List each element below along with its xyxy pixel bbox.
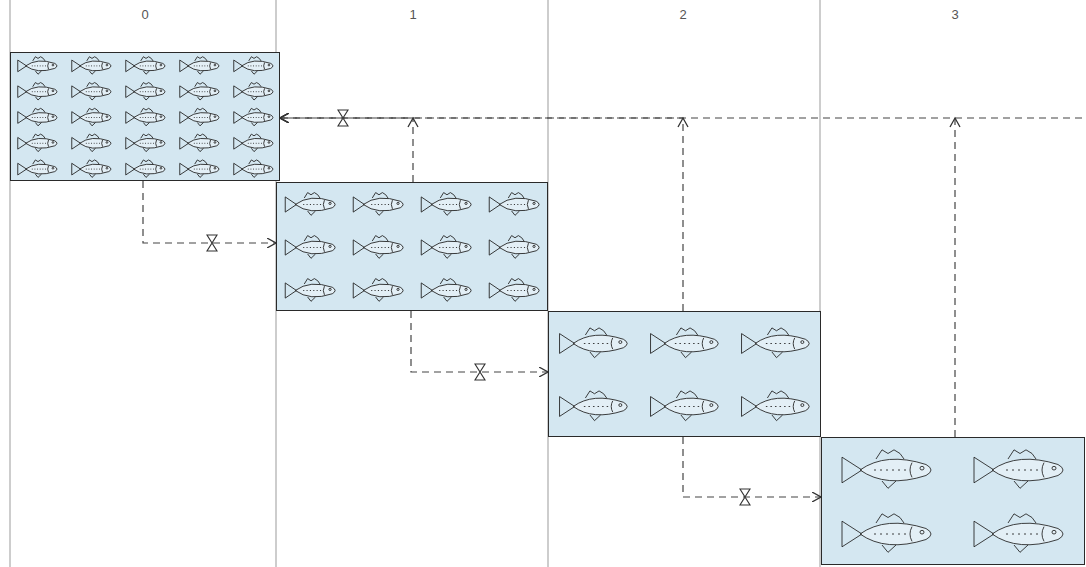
valve-symbol bbox=[475, 364, 485, 380]
fish-drawing bbox=[285, 236, 335, 259]
column-number: 1 bbox=[407, 7, 418, 22]
fish-drawing bbox=[18, 108, 57, 126]
fish-drawing bbox=[234, 57, 273, 75]
fish-drawing bbox=[72, 134, 111, 152]
fish-drawing bbox=[180, 108, 219, 126]
fish-drawing bbox=[126, 160, 165, 178]
fish-tank bbox=[821, 437, 1085, 565]
fish-drawing bbox=[234, 83, 273, 101]
flow-connector bbox=[411, 311, 548, 372]
fish-drawing bbox=[974, 514, 1063, 553]
fish-drawing bbox=[72, 83, 111, 101]
fish-drawing bbox=[421, 193, 471, 216]
fish-drawing bbox=[126, 134, 165, 152]
flow-connector bbox=[683, 437, 821, 497]
column-number: 0 bbox=[139, 7, 150, 22]
return-line bbox=[955, 117, 1086, 118]
column-number: 2 bbox=[677, 7, 688, 22]
fish-drawing bbox=[285, 279, 335, 302]
fish-drawing bbox=[742, 391, 810, 421]
arrow-head bbox=[678, 118, 688, 127]
fish-drawing bbox=[842, 450, 931, 489]
fish-drawing bbox=[234, 134, 273, 152]
fish-drawing bbox=[234, 160, 273, 178]
fish-group bbox=[277, 183, 547, 310]
fish-drawing bbox=[234, 108, 273, 126]
fish-drawing bbox=[489, 236, 539, 259]
fish-drawing bbox=[651, 328, 719, 358]
fish-tank bbox=[548, 311, 821, 437]
fish-drawing bbox=[180, 57, 219, 75]
arrow-head bbox=[950, 118, 960, 127]
fish-group bbox=[11, 53, 279, 180]
valve-symbol bbox=[207, 235, 217, 251]
fish-drawing bbox=[742, 328, 810, 358]
fish-drawing bbox=[180, 134, 219, 152]
fish-drawing bbox=[72, 108, 111, 126]
flow-connector bbox=[143, 181, 276, 243]
fish-drawing bbox=[18, 160, 57, 178]
fish-tank bbox=[276, 182, 548, 311]
valve-symbol bbox=[740, 489, 750, 505]
fish-drawing bbox=[651, 391, 719, 421]
fish-drawing bbox=[974, 450, 1063, 489]
fish-drawing bbox=[180, 83, 219, 101]
fish-drawing bbox=[560, 328, 628, 358]
fish-drawing bbox=[842, 514, 931, 553]
fish-drawing bbox=[72, 57, 111, 75]
fish-drawing bbox=[285, 193, 335, 216]
fish-drawing bbox=[560, 391, 628, 421]
valve-symbol bbox=[338, 110, 348, 126]
fish-drawing bbox=[353, 193, 403, 216]
fish-drawing bbox=[489, 279, 539, 302]
arrow-head bbox=[408, 118, 418, 127]
fish-drawing bbox=[18, 57, 57, 75]
fish-drawing bbox=[353, 279, 403, 302]
fish-tank bbox=[10, 52, 280, 181]
fish-drawing bbox=[18, 134, 57, 152]
fish-group bbox=[549, 312, 820, 436]
fish-drawing bbox=[421, 279, 471, 302]
fish-drawing bbox=[18, 83, 57, 101]
fish-drawing bbox=[421, 236, 471, 259]
fish-drawing bbox=[180, 160, 219, 178]
fish-group bbox=[822, 438, 1084, 564]
column-number: 3 bbox=[949, 7, 960, 22]
fish-drawing bbox=[126, 57, 165, 75]
fish-drawing bbox=[126, 83, 165, 101]
fish-drawing bbox=[126, 108, 165, 126]
fish-drawing bbox=[353, 236, 403, 259]
fish-drawing bbox=[489, 193, 539, 216]
flow-connector bbox=[280, 118, 413, 182]
fish-drawing bbox=[72, 160, 111, 178]
